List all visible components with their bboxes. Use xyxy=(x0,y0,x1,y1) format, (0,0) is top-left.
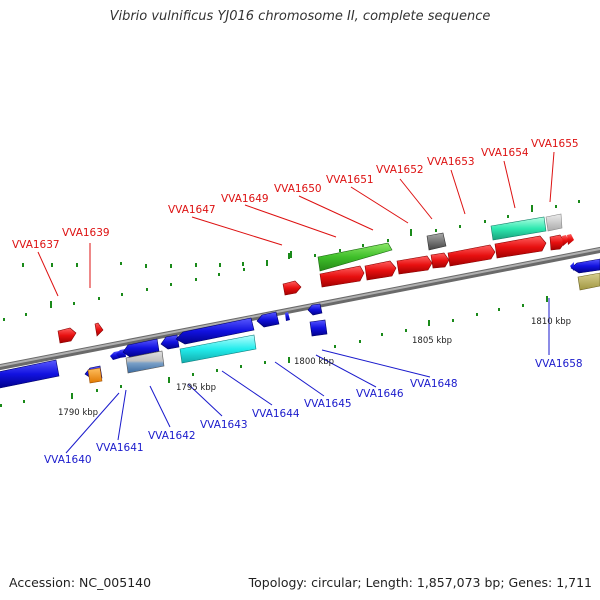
label-vva1654[interactable]: VVA1654 xyxy=(481,147,529,159)
forward-genes xyxy=(57,213,574,344)
gene-small-1[interactable] xyxy=(562,235,569,246)
gene-vva1650[interactable] xyxy=(319,265,365,288)
accession-label: Accession: NC_005140 xyxy=(9,575,152,590)
top-gene-labels: VVA1637 VVA1639 VVA1647 VVA1649 VVA1650 … xyxy=(12,138,579,251)
gene-vva1653[interactable] xyxy=(447,244,496,267)
label-vva1647[interactable]: VVA1647 xyxy=(168,204,216,216)
gene-vva1658[interactable] xyxy=(570,258,600,274)
gene-vva1642-rna[interactable] xyxy=(125,350,165,374)
gene-vva1642[interactable] xyxy=(122,338,160,358)
gene-vva1639[interactable] xyxy=(94,322,104,337)
gene-small-2[interactable] xyxy=(567,234,574,245)
gene-vva1658-small[interactable] xyxy=(570,262,574,271)
gene-vva1655-grey[interactable] xyxy=(545,213,563,232)
label-vva1641[interactable]: VVA1641 xyxy=(96,442,144,454)
gene-vva1645-small[interactable] xyxy=(285,312,290,321)
label-vva1640[interactable]: VVA1640 xyxy=(44,454,92,466)
bottom-gene-labels: VVA1640 VVA1641 VVA1642 VVA1643 VVA1644 … xyxy=(44,358,583,466)
genome-backbone-highlight xyxy=(0,247,600,368)
label-vva1653[interactable]: VVA1653 xyxy=(427,156,475,168)
gene-vva1654-teal[interactable] xyxy=(490,216,547,241)
gene-vva1647[interactable] xyxy=(282,280,302,296)
map-title: Vibrio vulnificus YJ016 chromosome II, c… xyxy=(109,9,491,24)
gene-vva1645[interactable] xyxy=(256,311,280,328)
gene-vva1651[interactable] xyxy=(364,260,397,281)
inner-tick-row xyxy=(0,296,548,407)
label-vva1652[interactable]: VVA1652 xyxy=(376,164,424,176)
label-vva1646[interactable]: VVA1646 xyxy=(356,388,404,400)
gene-vva1654[interactable] xyxy=(494,235,547,259)
gene-vva1649[interactable] xyxy=(317,242,393,272)
gene-vva1637[interactable] xyxy=(57,327,77,344)
label-vva1651[interactable]: VVA1651 xyxy=(326,174,374,186)
scale-label-1805: 1805 kbp xyxy=(412,336,452,346)
scale-label-1810: 1810 kbp xyxy=(531,317,571,327)
reverse-genes xyxy=(0,258,600,389)
label-vva1637[interactable]: VVA1637 xyxy=(12,239,60,251)
scale-label-1790: 1790 kbp xyxy=(58,408,98,418)
gene-vva1652[interactable] xyxy=(426,232,447,251)
label-vva1639[interactable]: VVA1639 xyxy=(62,227,110,239)
bottom-leader-lines xyxy=(65,298,550,454)
label-vva1644[interactable]: VVA1644 xyxy=(252,408,300,420)
label-vva1649[interactable]: VVA1649 xyxy=(221,193,269,205)
gene-vva1644-cyan[interactable] xyxy=(179,334,257,364)
scale-label-1800: 1800 kbp xyxy=(294,357,334,367)
gene-vva1646[interactable] xyxy=(307,303,323,316)
gene-vva1655[interactable] xyxy=(549,234,566,251)
label-vva1650[interactable]: VVA1650 xyxy=(274,183,322,195)
gene-olive[interactable] xyxy=(577,272,600,291)
gene-vva1653-part[interactable] xyxy=(430,252,450,269)
gene-vva1644[interactable] xyxy=(175,317,255,345)
gene-vva1643[interactable] xyxy=(160,334,180,350)
top-leader-lines xyxy=(37,151,555,297)
label-vva1648[interactable]: VVA1648 xyxy=(410,378,458,390)
gene-vva1640[interactable] xyxy=(0,359,60,389)
outer-tick-row xyxy=(3,200,580,321)
scale-labels: 1790 kbp 1795 kbp 1800 kbp 1805 kbp 1810… xyxy=(58,317,571,418)
label-vva1655[interactable]: VVA1655 xyxy=(531,138,579,150)
label-vva1643[interactable]: VVA1643 xyxy=(200,419,248,431)
label-vva1642[interactable]: VVA1642 xyxy=(148,430,196,442)
label-vva1658[interactable]: VVA1658 xyxy=(535,358,583,370)
gene-vva1648[interactable] xyxy=(309,319,328,337)
scale-label-1795: 1795 kbp xyxy=(176,383,216,393)
gene-vva1652-body[interactable] xyxy=(396,255,433,275)
gene-orange[interactable] xyxy=(87,367,103,384)
topology-summary: Topology: circular; Length: 1,857,073 bp… xyxy=(248,575,592,590)
label-vva1645[interactable]: VVA1645 xyxy=(304,398,352,410)
